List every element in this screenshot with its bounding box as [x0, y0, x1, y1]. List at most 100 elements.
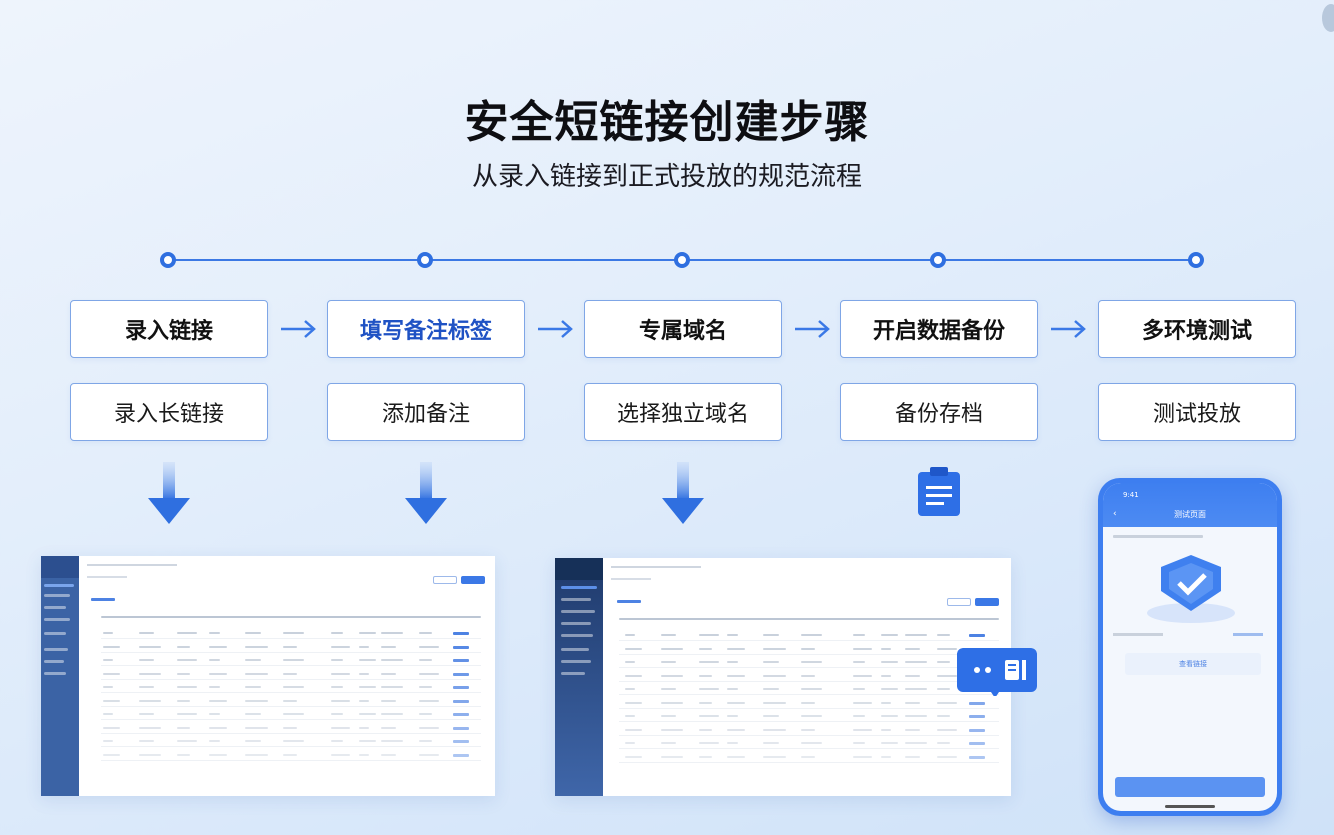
table-cell [139, 753, 161, 756]
table-cell [801, 634, 822, 636]
table-cell[interactable] [453, 753, 469, 757]
table-row [101, 746, 481, 747]
step-custom-domain[interactable]: 专属域名 [584, 300, 782, 358]
table-cell[interactable] [969, 701, 985, 705]
dashboard-screenshot-2 [555, 558, 1011, 796]
table-cell [381, 632, 403, 634]
table-cell [283, 659, 304, 661]
table-cell [331, 726, 350, 729]
step-fill-notes[interactable]: 填写备注标签 [327, 300, 525, 358]
step-multi-env-test[interactable]: 多环境测试 [1098, 300, 1296, 358]
back-icon[interactable]: ‹ [1113, 509, 1117, 519]
table-cell [209, 753, 227, 756]
table-cell[interactable] [453, 645, 469, 649]
detail-backup-archive: 备份存档 [840, 383, 1038, 441]
table-cell [359, 699, 369, 702]
table-cell [661, 688, 676, 690]
table-cell [103, 753, 120, 756]
arrow-down-icon [405, 462, 447, 524]
table-cell [419, 632, 432, 634]
table-cell [937, 701, 957, 704]
phone-header [1103, 483, 1277, 527]
table-cell[interactable] [969, 742, 985, 745]
table-cell [209, 686, 220, 688]
table-cell [359, 713, 376, 715]
table-cell [331, 645, 350, 648]
table-cell [103, 713, 113, 715]
home-indicator [1165, 805, 1215, 808]
secondary-button[interactable] [947, 598, 971, 606]
table-cell [331, 713, 343, 715]
primary-button[interactable] [975, 598, 999, 606]
table-cell[interactable] [453, 740, 469, 743]
table-cell[interactable] [453, 659, 469, 662]
table-cell[interactable] [969, 715, 985, 718]
dashboard-screenshot-1 [41, 556, 495, 796]
table-cell [937, 755, 957, 758]
table-cell [359, 645, 369, 648]
logo-bar [41, 556, 79, 578]
table-cell [763, 688, 779, 690]
step-enable-backup[interactable]: 开启数据备份 [840, 300, 1038, 358]
table-row [619, 667, 999, 668]
table-cell [245, 753, 268, 756]
table-cell [381, 699, 396, 702]
table-cell[interactable] [453, 713, 469, 716]
table-cell[interactable] [453, 686, 469, 689]
table-cell [419, 672, 439, 675]
table-cell [245, 699, 268, 702]
step-enter-link[interactable]: 录入链接 [70, 300, 268, 358]
table-row [619, 761, 999, 763]
primary-button[interactable] [461, 576, 485, 584]
table-cell [937, 688, 950, 690]
table-cell [625, 647, 642, 650]
table-cell [661, 674, 683, 677]
table-cell [139, 740, 154, 742]
table-cell [331, 740, 343, 742]
table-cell [359, 726, 369, 729]
view-link-button[interactable]: 查看链接 [1125, 653, 1261, 675]
sidebar [41, 556, 79, 796]
table-cell[interactable] [969, 755, 985, 759]
table-cell[interactable] [453, 632, 469, 635]
table-cell [359, 753, 369, 756]
sidebar [555, 558, 603, 796]
table-cell [937, 647, 957, 650]
arrow-down-icon [662, 462, 704, 524]
table-row [101, 692, 481, 693]
table-cell [359, 632, 376, 634]
table-cell [905, 715, 927, 717]
table-cell [283, 686, 304, 688]
table-cell [881, 661, 898, 663]
table-cell [661, 701, 683, 704]
table-cell[interactable] [453, 699, 469, 703]
table-cell [245, 659, 261, 661]
table-cell [283, 632, 304, 634]
table-row [101, 638, 481, 639]
table-cell [905, 647, 920, 650]
secondary-button[interactable] [433, 576, 457, 584]
table-cell[interactable] [453, 672, 469, 676]
table-cell [853, 742, 865, 744]
phone-time: 9:41 [1123, 491, 1139, 499]
table-cell [801, 755, 815, 758]
table-cell[interactable] [453, 726, 469, 730]
table-row [619, 694, 999, 695]
table-cell[interactable] [969, 634, 985, 637]
table-cell [937, 742, 950, 744]
table-cell [177, 645, 190, 648]
table-row [619, 748, 999, 749]
table-cell [103, 699, 120, 702]
bottom-action-button[interactable] [1115, 777, 1265, 797]
table-cell [331, 672, 350, 675]
table-cell [209, 645, 227, 648]
table-cell [331, 632, 343, 634]
page-subtitle: 从录入链接到正式投放的规范流程 [471, 162, 862, 192]
table-cell [419, 645, 439, 648]
table-cell[interactable] [969, 728, 985, 732]
table-cell [937, 634, 950, 636]
table-cell [381, 659, 403, 661]
table-row [101, 651, 481, 653]
table-cell [727, 742, 738, 744]
table-cell [283, 753, 297, 756]
